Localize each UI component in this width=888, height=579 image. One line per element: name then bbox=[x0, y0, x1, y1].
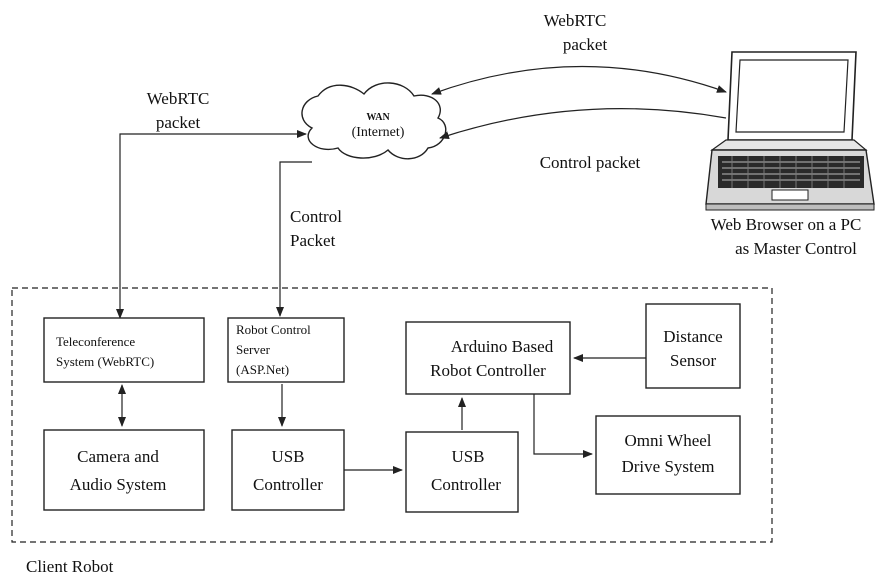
webrtc-top-label: WebRTC bbox=[544, 11, 607, 30]
browser-label: Web Browser on a PC bbox=[711, 215, 862, 234]
client-robot-label: Client Robot bbox=[26, 557, 114, 576]
usb2-line1: USB bbox=[451, 447, 484, 466]
control-link-down bbox=[276, 161, 312, 317]
teleconference-line1: Teleconference bbox=[56, 334, 135, 349]
webrtc-link-left bbox=[116, 130, 307, 319]
control-packet-right-label: Control packet bbox=[540, 153, 641, 172]
usb1-line1: USB bbox=[271, 447, 304, 466]
webrtc-left-packet-label: packet bbox=[156, 113, 201, 132]
packet-mid-label: Packet bbox=[290, 231, 336, 250]
robot-server-box bbox=[227, 317, 345, 383]
camera-line2: Audio System bbox=[70, 475, 167, 494]
robot-server-line2: Server bbox=[236, 342, 271, 357]
teleconference-line2: System (WebRTC) bbox=[56, 354, 154, 369]
arduino-line1: Arduino Based bbox=[451, 337, 554, 356]
omni-wheel-box bbox=[595, 415, 741, 495]
distance-line2: Sensor bbox=[670, 351, 717, 370]
usb-controller-1-box bbox=[231, 429, 345, 511]
usb2-line2: Controller bbox=[431, 475, 501, 494]
internet-label: (Internet) bbox=[352, 125, 405, 140]
usb-controller-2-box bbox=[405, 431, 519, 513]
arrow-arduino-omni bbox=[533, 394, 593, 458]
robot-server-line3: (ASP.Net) bbox=[236, 362, 289, 377]
distance-line1: Distance bbox=[663, 327, 722, 346]
arduino-line2: Robot Controller bbox=[430, 361, 546, 380]
omni-line1: Omni Wheel bbox=[624, 431, 711, 450]
wan-cloud bbox=[301, 82, 447, 160]
omni-line2: Drive System bbox=[621, 457, 714, 476]
wan-label: WAN bbox=[366, 112, 390, 123]
webrtc-link-top bbox=[431, 65, 727, 95]
client-robot-boundary bbox=[11, 287, 773, 543]
webrtc-left-label: WebRTC bbox=[147, 89, 210, 108]
teleconference-box bbox=[43, 317, 205, 383]
control-mid-label: Control bbox=[290, 207, 342, 226]
laptop-icon bbox=[705, 51, 875, 211]
usb1-line2: Controller bbox=[253, 475, 323, 494]
webrtc-top-packet-label: packet bbox=[563, 35, 608, 54]
camera-box bbox=[43, 429, 205, 511]
arduino-box bbox=[405, 321, 571, 395]
camera-line1: Camera and bbox=[77, 447, 159, 466]
robot-server-line1: Robot Control bbox=[236, 322, 311, 337]
control-link-right bbox=[439, 108, 727, 139]
distance-sensor-box bbox=[645, 303, 741, 389]
master-control-label: as Master Control bbox=[735, 239, 857, 258]
